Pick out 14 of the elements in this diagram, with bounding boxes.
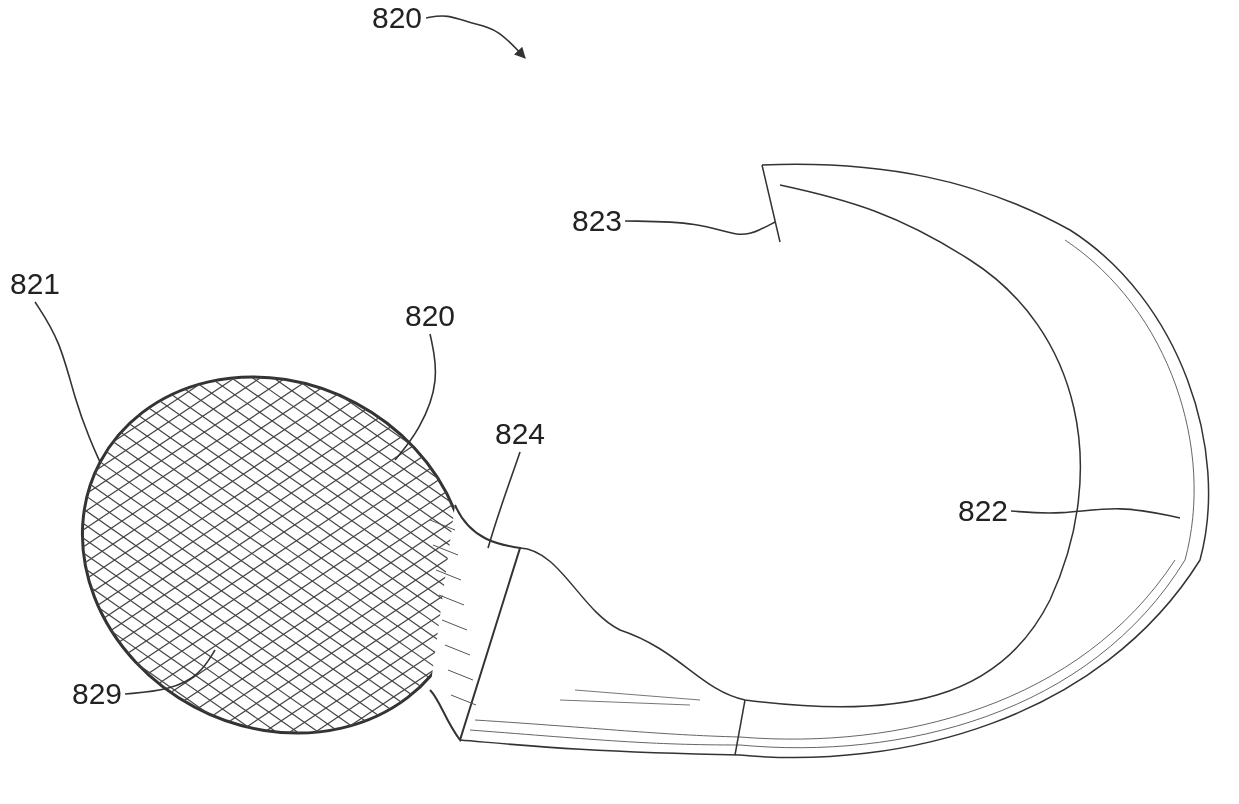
leader-line — [487, 451, 521, 549]
callout-number: 829 — [72, 678, 123, 710]
callout-number: 824 — [495, 418, 546, 450]
callout-number: 821 — [10, 268, 61, 300]
leader-line — [124, 649, 216, 695]
callout-number: 820 — [405, 300, 456, 332]
leader-arrow — [425, 15, 526, 59]
leader-line — [624, 220, 776, 236]
leader-line — [394, 333, 437, 461]
callout-number: 822 — [958, 495, 1009, 527]
leader-line — [1010, 507, 1181, 519]
callout-number: 823 — [572, 205, 623, 237]
leader-line — [34, 301, 101, 463]
callout-number: 820 — [372, 2, 423, 34]
